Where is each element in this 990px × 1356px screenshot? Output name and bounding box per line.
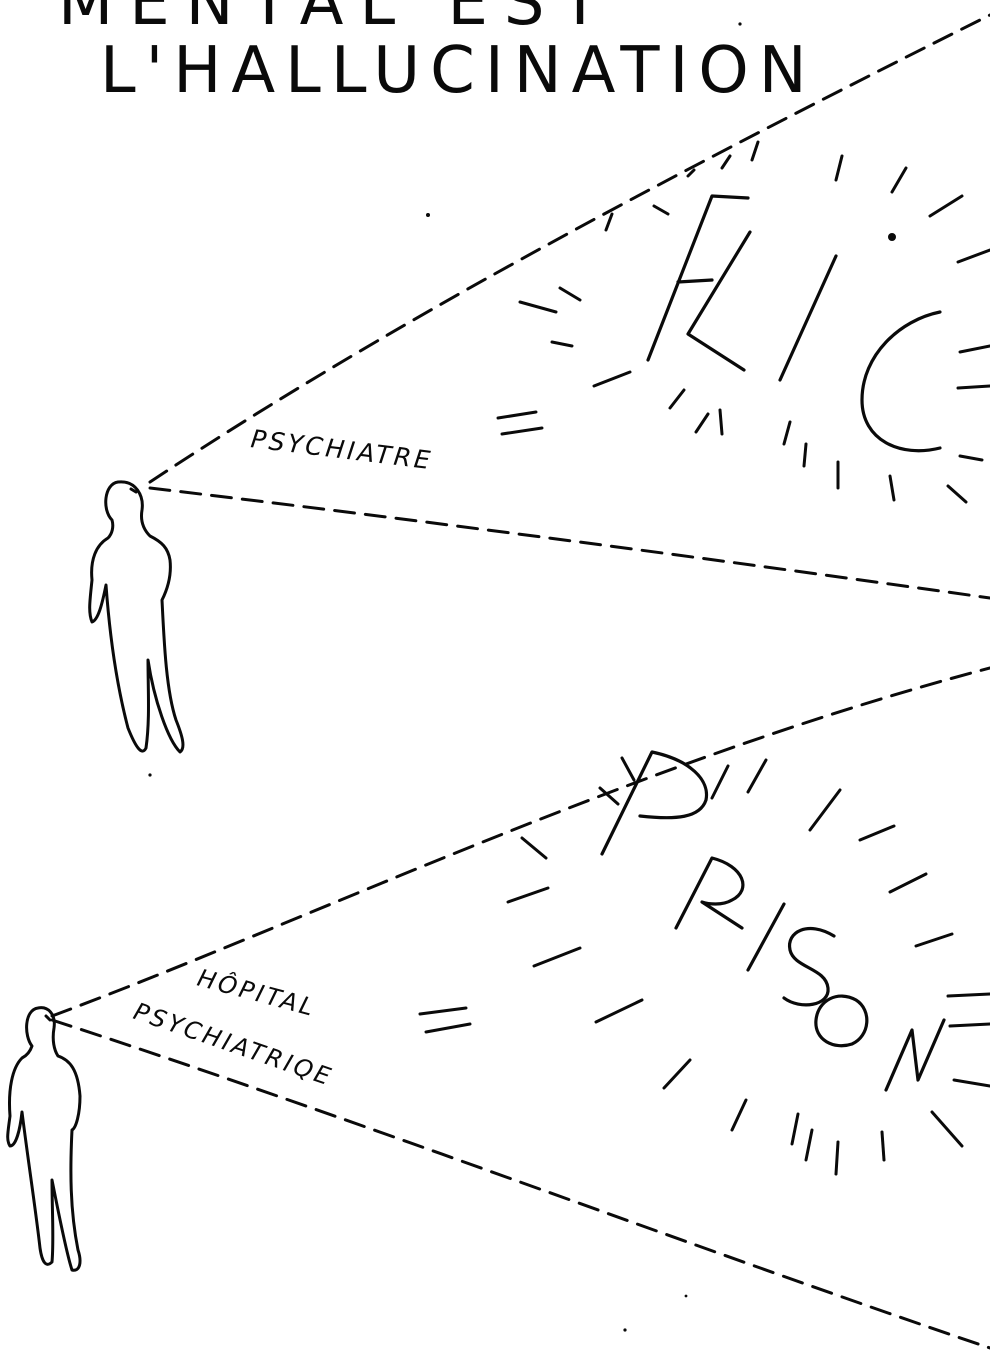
title-line-2: L'HALLUCINATION xyxy=(100,34,817,108)
paper-specks xyxy=(148,22,741,1331)
bottom-scene: HÔPITAL PSYCHIATRIQE PRISON xyxy=(8,668,990,1348)
title: MENTAL EST L'HALLUCINATION xyxy=(58,0,817,108)
bottom-vision-word: PRISON xyxy=(780,942,818,953)
bottom-vision-rays xyxy=(420,758,990,1174)
bottom-person-eye xyxy=(46,1016,50,1020)
bottom-person-figure xyxy=(8,1008,80,1271)
bottom-gaze-line-lower xyxy=(52,1020,990,1348)
top-vision-word: FLIC xyxy=(800,322,821,333)
top-person-figure xyxy=(90,482,183,752)
top-vision-rays xyxy=(498,142,990,502)
top-scene: PSYCHIATRE FLIC xyxy=(90,15,990,752)
top-gaze-label: PSYCHIATRE xyxy=(249,424,434,475)
bottom-gaze-line-upper xyxy=(52,668,990,1016)
top-gaze-line-lower xyxy=(150,488,990,598)
bottom-gaze-label-line-1: HÔPITAL xyxy=(194,962,319,1022)
top-vision-word-graphic xyxy=(648,196,940,451)
bottom-vision-word-graphic xyxy=(602,752,944,1090)
